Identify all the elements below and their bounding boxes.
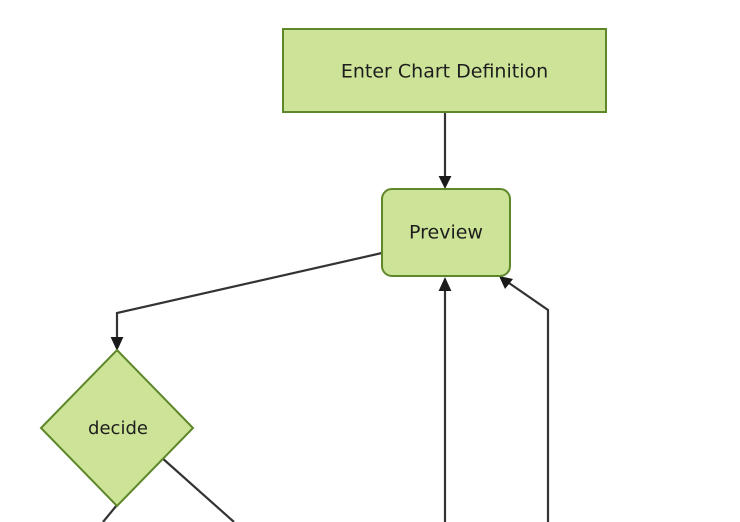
- node-enter-chart-definition[interactable]: Enter Chart Definition: [282, 28, 607, 113]
- edge-line-decide-down-left: [102, 504, 118, 522]
- edge-return-right-to-preview: [499, 276, 550, 522]
- edge-preview-to-decide: [110, 251, 383, 351]
- node-shape-rectangle[interactable]: [282, 28, 607, 113]
- edge-enter-to-preview: [438, 112, 452, 189]
- edge-return-center-to-preview: [438, 277, 452, 522]
- edge-line-preview-to-decide: [115, 251, 383, 343]
- arrowhead-return-right-to-preview: [499, 276, 513, 289]
- edge-decide-down-left: [102, 504, 118, 522]
- node-shape-diamond[interactable]: [39, 348, 195, 508]
- arrowhead-preview-to-decide: [110, 337, 124, 351]
- edge-decide-down-right: [160, 456, 235, 522]
- node-label-preview: Preview: [409, 222, 483, 244]
- node-label-decide: decide: [88, 418, 148, 439]
- node-shape-rounded-rectangle[interactable]: [381, 188, 511, 277]
- edge-line-return-right-to-preview: [508, 282, 550, 522]
- node-decide[interactable]: decide: [39, 348, 195, 508]
- edge-line-decide-down-right: [160, 456, 235, 522]
- arrowhead-enter-to-preview: [438, 176, 452, 189]
- node-preview[interactable]: Preview: [381, 188, 511, 277]
- node-label-enter-chart-definition: Enter Chart Definition: [341, 61, 548, 83]
- arrowhead-return-center-to-preview: [438, 277, 452, 291]
